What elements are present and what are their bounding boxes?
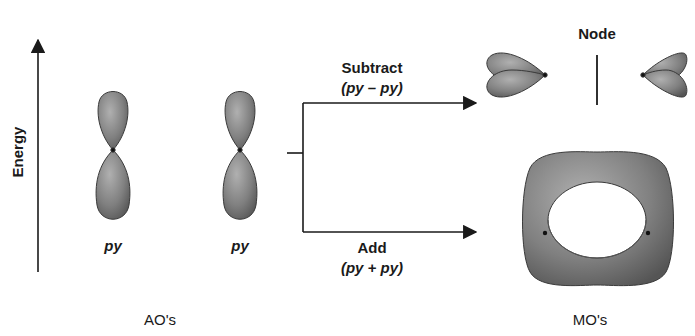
bonding-orbital (523, 152, 674, 286)
p-orbital (223, 92, 257, 220)
section-label: MO's (573, 312, 608, 329)
orbital-label: py (231, 238, 249, 255)
operation-label: Add (357, 240, 386, 257)
node-label: Node (578, 26, 616, 43)
energy-axis (37, 40, 39, 272)
antibonding-orbital (487, 53, 687, 97)
p-orbital (96, 92, 130, 220)
operation-formula: (py + py) (341, 260, 403, 277)
operation-formula: (py – py) (341, 80, 403, 97)
orbital-label: py (104, 238, 122, 255)
axis-label: Energy (10, 127, 27, 178)
operation-label: Subtract (342, 60, 403, 77)
section-label: AO's (144, 312, 176, 329)
node-plane (596, 55, 598, 105)
combination-bracket (287, 103, 476, 232)
